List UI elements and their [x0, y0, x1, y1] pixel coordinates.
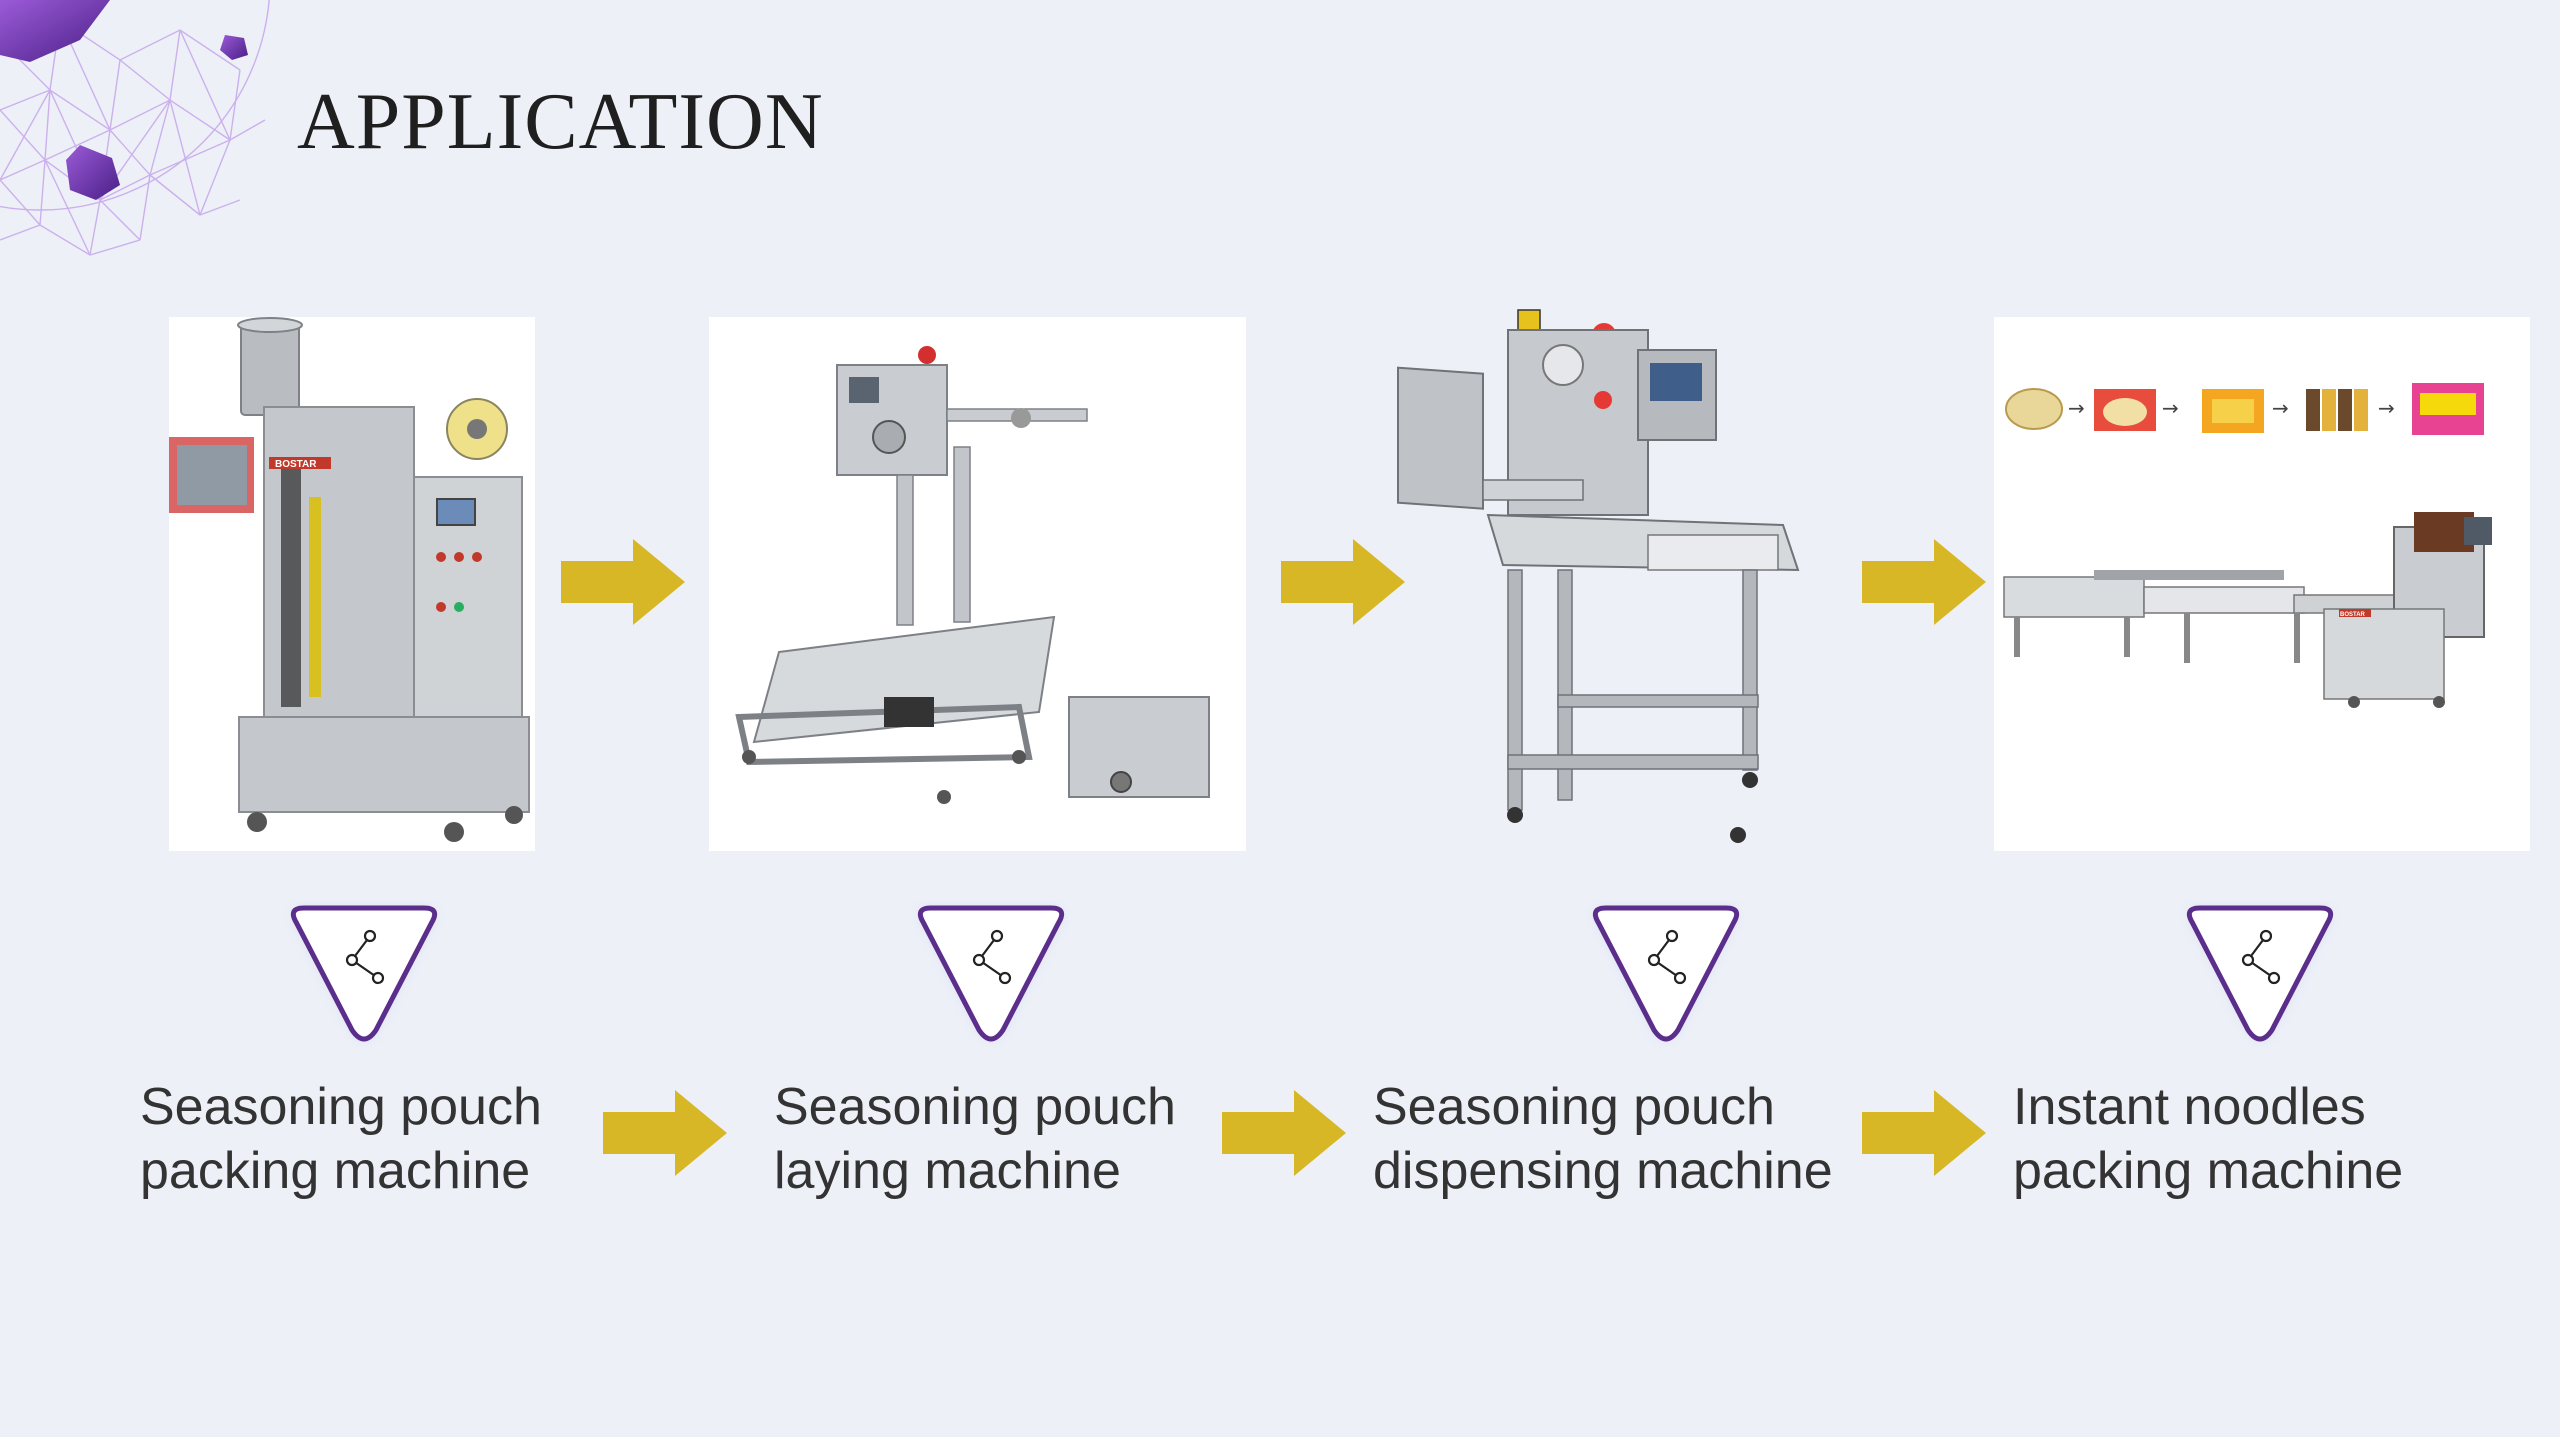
- packing-machine-photo: BOSTAR: [169, 317, 535, 851]
- brand-plate: BOSTAR: [2340, 612, 2366, 618]
- step-badge-2: [911, 900, 1071, 1048]
- step-label-4: Instant noodles packing machine: [2013, 1075, 2403, 1203]
- step-label-line: Seasoning pouch: [1373, 1078, 1775, 1136]
- step-label-line: packing machine: [140, 1142, 531, 1200]
- flow-arrow-5: [1222, 1090, 1346, 1176]
- step-label-1: Seasoning pouch packing machine: [140, 1075, 542, 1203]
- step-label-line: packing machine: [2013, 1142, 2404, 1200]
- step-label-line: Instant noodles: [2013, 1078, 2366, 1136]
- step-label-3: Seasoning pouch dispensing machine: [1373, 1075, 1833, 1203]
- flow-arrow-2: [1281, 539, 1405, 625]
- svg-text:→: →: [2162, 396, 2179, 420]
- dispensing-machine-photo: [1388, 305, 1818, 860]
- flow-arrow-1: [561, 539, 685, 625]
- laying-machine-photo: [709, 317, 1246, 851]
- noodles-packing-machine-photo: → → → → BOSTAR: [1994, 317, 2530, 851]
- flow-arrow-3: [1862, 539, 1986, 625]
- svg-text:→: →: [2378, 396, 2395, 420]
- step-label-line: dispensing machine: [1373, 1142, 1833, 1200]
- share-node-icon: [2241, 929, 2281, 985]
- step-label-line: Seasoning pouch: [774, 1078, 1176, 1136]
- step-badge-4: [2180, 900, 2340, 1048]
- share-node-icon: [345, 929, 385, 985]
- bottom-strip: [0, 1437, 2560, 1440]
- brand-plate: BOSTAR: [275, 459, 317, 470]
- step-label-2: Seasoning pouch laying machine: [774, 1075, 1176, 1203]
- svg-text:→: →: [2068, 396, 2085, 420]
- geodesic-sphere-decoration: [0, 0, 270, 256]
- step-badge-1: [284, 900, 444, 1048]
- step-label-line: laying machine: [774, 1142, 1121, 1200]
- share-node-icon: [972, 929, 1012, 985]
- step-badge-3: [1586, 900, 1746, 1048]
- step-label-line: Seasoning pouch: [140, 1078, 542, 1136]
- flow-arrow-4: [603, 1090, 727, 1176]
- svg-text:→: →: [2272, 396, 2289, 420]
- page-title: APPLICATION: [297, 78, 824, 166]
- share-node-icon: [1647, 929, 1687, 985]
- flow-arrow-6: [1862, 1090, 1986, 1176]
